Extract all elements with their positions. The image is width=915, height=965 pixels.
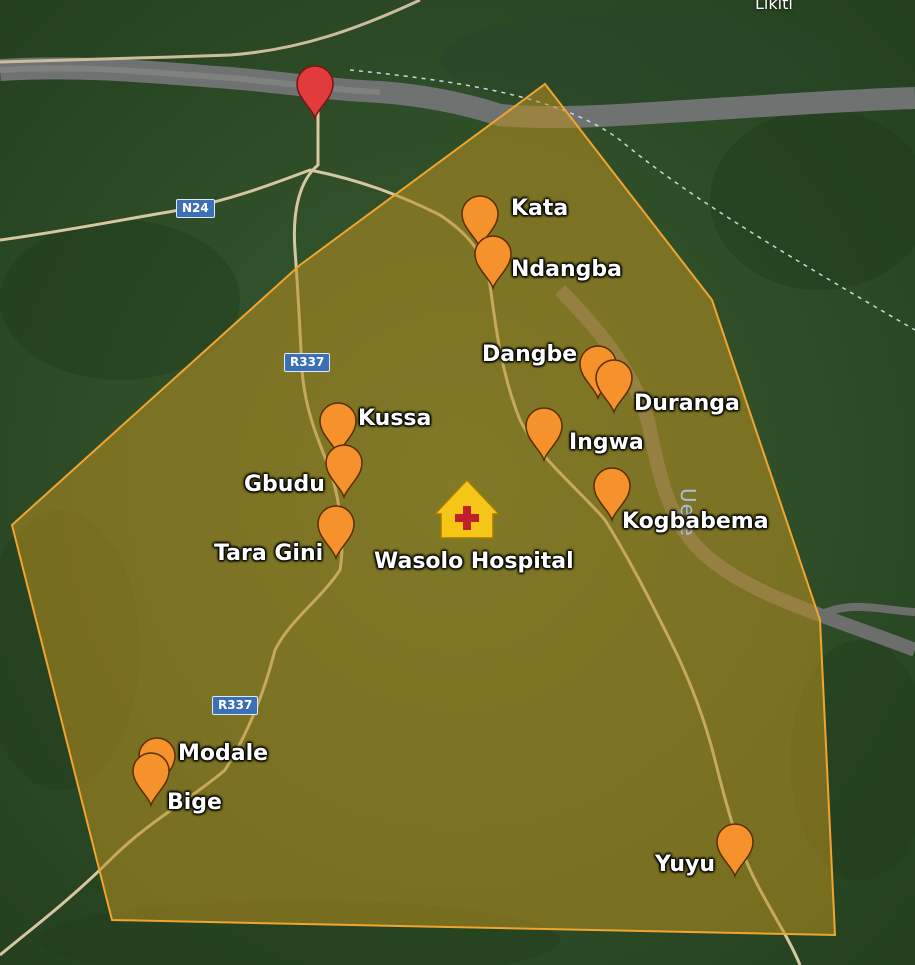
village-label-dangbe: Dangbe [482, 342, 578, 367]
service-area-polygon[interactable] [10, 82, 837, 937]
hospital-icon[interactable] [433, 478, 501, 539]
border-line [349, 69, 915, 331]
village-label-tara-gini: Tara Gini [214, 541, 324, 566]
village-label-duranga: Duranga [634, 391, 740, 416]
village-label-yuyu: Yuyu [655, 852, 715, 877]
village-label-kata: Kata [511, 196, 569, 221]
road-shield-r337: R337 [284, 353, 331, 372]
place-label-likiti: Likiti [755, 0, 793, 13]
river-branch [818, 602, 915, 619]
road-north [0, 0, 421, 64]
village-label-bige: Bige [167, 790, 222, 815]
village-label-kussa: Kussa [358, 406, 432, 431]
hospital-label: Wasolo Hospital [374, 549, 574, 574]
village-label-modale: Modale [178, 741, 269, 766]
road-shield-r337-south: R337 [212, 696, 259, 715]
village-label-ndangba: Ndangba [511, 257, 623, 282]
village-label-gbudu: Gbudu [244, 472, 325, 497]
village-label-kogbabema: Kogbabema [622, 509, 769, 534]
road-shield-n24: N24 [176, 199, 215, 218]
village-label-ingwa: Ingwa [569, 430, 644, 455]
terrain-texture [0, 10, 915, 965]
